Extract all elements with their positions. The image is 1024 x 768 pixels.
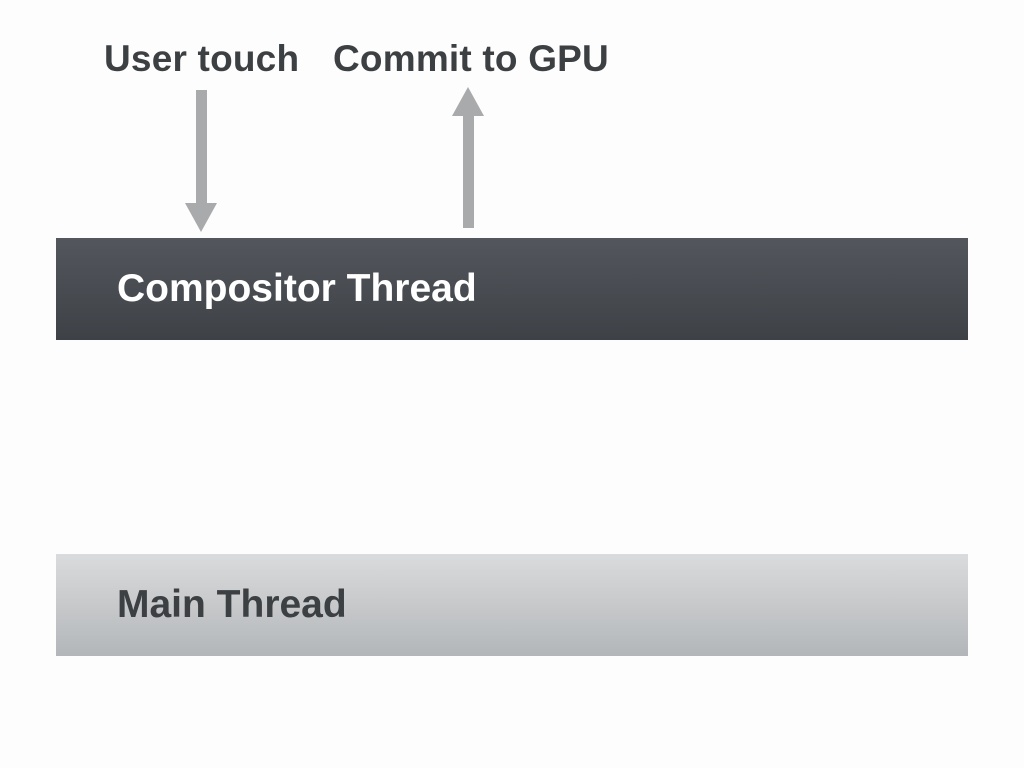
- arrow-up-head: [452, 87, 484, 116]
- arrow-down-icon: [185, 90, 217, 232]
- compositor-thread-bar: Compositor Thread: [56, 238, 968, 340]
- commit-to-gpu-label: Commit to GPU: [333, 38, 609, 79]
- main-thread-label: Main Thread: [117, 583, 347, 626]
- arrow-up-shaft: [462, 116, 474, 228]
- arrow-up-icon: [452, 87, 484, 228]
- arrow-down-shaft: [195, 90, 207, 203]
- arrow-down-head: [185, 203, 217, 232]
- compositor-thread-label: Compositor Thread: [117, 267, 477, 310]
- main-thread-bar: Main Thread: [56, 554, 968, 656]
- user-touch-label: User touch: [104, 38, 300, 79]
